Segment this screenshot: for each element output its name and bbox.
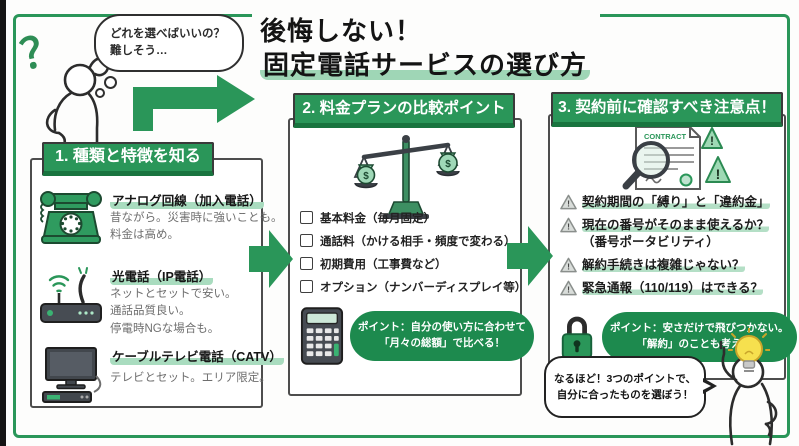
panel-step2-header: 2. 料金プランの比較ポイント [293,93,515,128]
money-symbol: $ [445,159,451,170]
thought-bubble-tail [95,88,105,98]
router-icon [40,267,102,323]
calculator-icon [300,307,344,365]
checkbox-icon [300,234,313,247]
feature-desc: ネットとセットで安い。 [110,288,237,300]
warning-exclamation: ! [567,261,570,271]
panel-step3: CONTRACT ! ! ! [548,114,797,380]
warning-item: ! 緊急通報（110/119）はできる？ [560,280,770,297]
feature-desc: 昔ながら。災害時に強いことも。 [110,212,283,224]
warning-label: 緊急通報（110/119）はできる？ [582,280,764,295]
flow-arrow-1-icon [249,230,293,288]
checklist-item: 通話料（かける相手・頻度で変わる） [300,229,526,252]
step2-point: ポイント：自分の使い方に合わせて 「月々の総額」で比べる！ [300,306,534,366]
conclusion-bubble-pointer [701,381,711,391]
checklist-item: 初期費用（工事費など） [300,252,526,275]
step3-point-line1: ポイント：安さだけで飛びつかない。 [610,322,789,334]
warning-exclamation: ! [710,134,714,148]
left-edge-strip [0,0,6,446]
padlock-icon [561,316,593,359]
checkbox-icon [300,211,313,224]
step2-point-line1: ポイント：自分の使い方に合わせて [358,321,526,334]
feature-row-analog: アナログ回線（加入電話） 昔ながら。災害時に強いことも。 料金は高め。 [38,190,283,250]
warning-sublabel: （番号ポータビリティ） [582,234,719,249]
catv-tv-icon [42,347,102,403]
rotary-phone-icon [40,191,102,244]
checklist-item: オプション（ナンバーディスプレイ等） [300,275,526,298]
checklist-label: 通話料（かける相手・頻度で変わる） [320,235,516,248]
thought-bubble-line2: 難しそう… [110,45,168,57]
feature-desc: 通話品質良い。 [110,305,191,318]
warning-triangle-icon: ! [560,194,577,210]
warning-exclamation: ! [716,166,721,182]
balance-scale-icon: $ $ [353,135,460,219]
thought-bubble-line1: どれを選べばいいの？ [110,28,225,41]
warning-triangle-icon: ! [560,257,577,272]
contract-magnifier-icon: CONTRACT ! ! [622,126,731,190]
checkbox-icon [300,280,313,293]
feature-row-catv: ケーブルテレビ電話（CATV） テレビとセット。エリア限定。 [38,346,284,404]
thought-bubble: どれを選べばいいの？ 難しそう… [94,14,244,72]
feature-label-catv: ケーブルテレビ電話（CATV） [110,346,284,365]
checklist-label: 初期費用（工事費など） [320,258,447,271]
panel-step3-header: 3. 契約前に確認すべき注意点！ [551,92,783,127]
warning-list: ! 契約期間の「縛り」と「違約金」 ! 現在の番号がそのまま使えるか？ （番号ポ… [560,194,770,302]
checklist-label: 基本料金（毎月固定） [320,212,435,225]
conclusion-bubble: なるほど！3つのポイントで、 自分に合ったものを選ぼう！ [544,356,706,418]
warning-item: ! 解約手続きは複雑じゃない？ [560,257,770,274]
conclusion-line2: 自分に合ったものを選ぼう！ [556,389,694,401]
feature-label-hikari: 光電話（IP電話） [110,266,214,285]
checklist-label: オプション（ナンバーディスプレイ等） [320,281,527,294]
warning-item: ! 現在の番号がそのまま使えるか？ （番号ポータビリティ） [560,217,770,251]
warning-exclamation: ! [567,284,570,294]
panel-step1-header: 1. 種類と特徴を知る [42,142,214,176]
conclusion-line1: なるほど！3つのポイントで、 [554,372,696,385]
step2-point-pill: ポイント：自分の使い方に合わせて 「月々の総額」で比べる！ [350,311,534,361]
feature-row-hikari: 光電話（IP電話） ネットとセットで安い。 通話品質良い。 停電時NGな場合も。 [38,266,237,338]
warning-exclamation: ! [567,222,570,232]
panel-step2: $ $ 基本料金（毎月固定） 通話料（かける相手・頻度で変わる） 初期費用（工事… [288,118,534,396]
warning-label: 契約期間の「縛り」と「違約金」 [582,195,770,209]
money-symbol: $ [363,171,369,182]
feature-desc: 停電時NGな場合も。 [110,322,220,335]
page-title: 後悔しない！ 固定電話サービスの選び方 [252,10,601,84]
checklist-item: 基本料金（毎月固定） [300,206,526,229]
warning-label: 現在の番号がそのまま使えるか？ [582,217,770,232]
warning-label: 解約手続きは複雑じゃない？ [582,257,745,272]
elbow-arrow-icon [133,75,255,131]
step2-point-line2: 「月々の総額」で比べる！ [379,337,505,349]
warning-triangle-icon: ! [560,217,577,233]
flow-arrow-2-icon [507,226,553,286]
panel-step1: アナログ回線（加入電話） 昔ながら。災害時に強いことも。 料金は高め。 [30,158,284,408]
checkbox-icon [300,257,313,270]
contract-label: CONTRACT [644,132,686,141]
lightbulb-icon [728,328,770,372]
warning-triangle-icon: ! [560,280,577,295]
thought-bubble-tail [104,76,117,89]
warning-item: ! 契約期間の「縛り」と「違約金」 [560,194,770,211]
price-checklist: 基本料金（毎月固定） 通話料（かける相手・頻度で変わる） 初期費用（工事費など）… [300,206,526,298]
warning-exclamation: ! [567,199,570,209]
feature-label-analog: アナログ回線（加入電話） [110,190,264,209]
page-title-line1: 後悔しない！ [260,16,423,46]
step3-point-line2: 「解約」のことも考えて！ [636,337,762,350]
feature-desc: 料金は高め。 [110,229,179,242]
feature-desc: テレビとセット。エリア限定。 [110,372,271,384]
page-title-line2: 固定電話サービスの選び方 [260,50,591,80]
